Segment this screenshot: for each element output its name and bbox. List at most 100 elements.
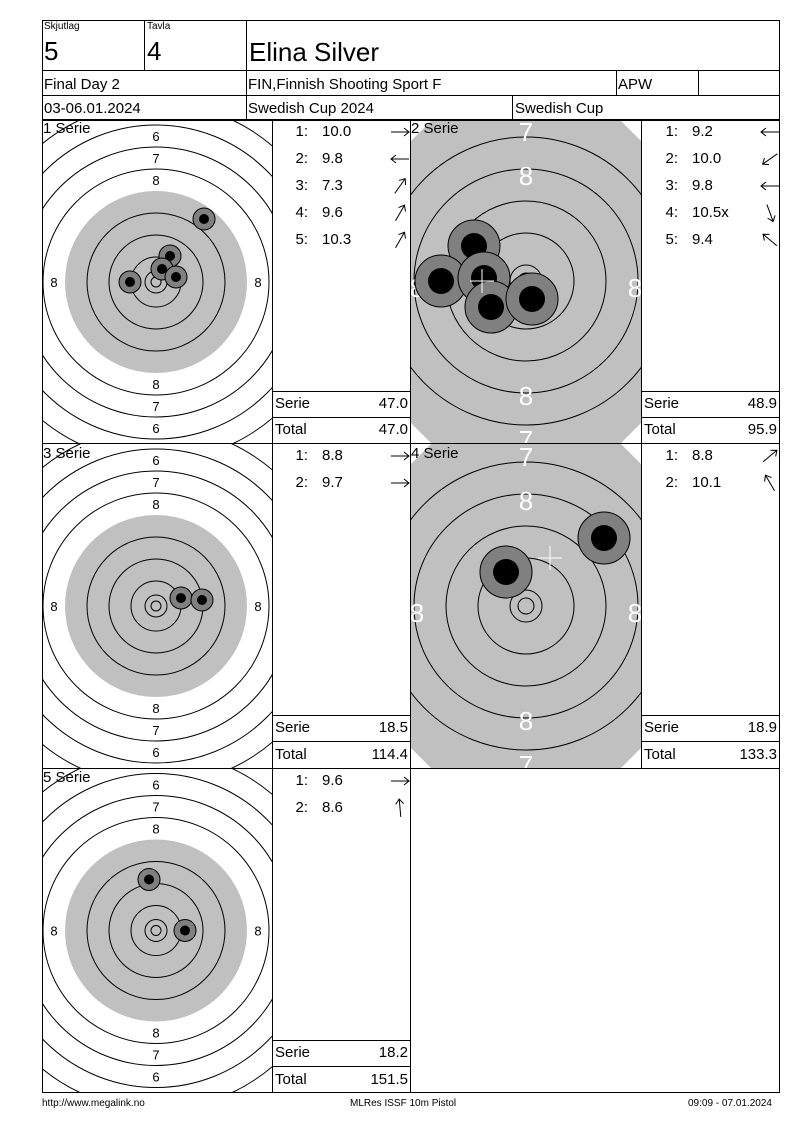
- shot-direction-arrow-icon: [395, 798, 404, 818]
- serie-4-sum-value: 18.9: [747, 719, 777, 736]
- serie-3-sum-label: Serie: [275, 719, 311, 736]
- shot-direction-arrow-icon: [762, 449, 778, 463]
- shot-row: 2: 10.0: [658, 149, 783, 169]
- svg-text:8: 8: [152, 377, 159, 392]
- svg-text:7: 7: [519, 750, 533, 768]
- tavla-value: 4: [147, 36, 162, 66]
- shot-row: 4:10.5x: [658, 203, 783, 223]
- shot-row: 1:10.0: [288, 122, 413, 142]
- shot-direction-arrow-icon: [760, 127, 779, 137]
- svg-text:8: 8: [152, 173, 159, 188]
- shot-value: 8.6: [322, 799, 343, 816]
- shot-number: 1:: [295, 772, 308, 789]
- serie-5-sum-label: Serie: [275, 1044, 311, 1061]
- event-name: Final Day 2: [44, 76, 120, 93]
- serie-1-total-label: Total: [275, 421, 307, 438]
- serie-5-total-label: Total: [275, 1071, 307, 1088]
- serie-2-total-label: Total: [644, 421, 676, 438]
- shot-number: 2:: [295, 799, 308, 816]
- shot-value: 8.8: [322, 447, 343, 464]
- footer-software: MLRes ISSF 10m Pistol: [350, 1098, 457, 1109]
- svg-text:5: 5: [152, 444, 159, 446]
- shot-number: 5:: [665, 231, 678, 248]
- shot-value: 10.0: [692, 150, 722, 167]
- shooter-name: Elina Silver: [249, 37, 380, 67]
- serie-4-total-value: 133.3: [739, 746, 777, 763]
- club-name: FIN,Finnish Shooting Sport F: [248, 76, 442, 93]
- svg-text:8: 8: [519, 381, 533, 411]
- svg-text:6: 6: [152, 778, 159, 793]
- target-serie-5: 334455667788667788: [43, 769, 272, 1092]
- shot-row: 2: 10.1: [658, 473, 783, 493]
- shot-row: 2: 8.6: [288, 798, 413, 818]
- footer-timestamp: 09:09 - 07.01.2024: [688, 1098, 772, 1109]
- serie-3-total-value: 114.4: [371, 746, 408, 763]
- svg-text:8: 8: [628, 598, 641, 628]
- svg-text:8: 8: [628, 273, 641, 303]
- svg-text:8: 8: [411, 598, 424, 628]
- dates: 03-06.01.2024: [44, 100, 141, 117]
- serie-2-label: 2 Serie: [411, 120, 459, 137]
- shot-direction-arrow-icon: [394, 177, 407, 194]
- svg-text:7: 7: [152, 800, 159, 815]
- serie-1-sum-label: Serie: [275, 395, 311, 412]
- svg-text:8: 8: [152, 1026, 159, 1041]
- serie-3-sum-value: 18.5: [378, 719, 408, 736]
- shot-direction-arrow-icon: [395, 204, 406, 222]
- shot-direction-arrow-icon: [391, 478, 410, 488]
- shot-number: 5:: [295, 231, 308, 248]
- svg-text:7: 7: [152, 723, 159, 738]
- svg-text:6: 6: [152, 745, 159, 760]
- svg-text:7: 7: [152, 399, 159, 414]
- serie-1-sum-value: 47.0: [378, 395, 408, 412]
- shot-row: 2:9.7: [288, 473, 413, 493]
- serie-3-total-label: Total: [275, 746, 307, 763]
- svg-text:8: 8: [50, 924, 57, 939]
- serie-5-total-value: 151.5: [370, 1071, 408, 1088]
- svg-text:8: 8: [254, 924, 261, 939]
- svg-text:6: 6: [152, 1070, 159, 1085]
- svg-text:8: 8: [152, 822, 159, 837]
- shot-direction-arrow-icon: [391, 451, 410, 461]
- shot-number: 3:: [665, 177, 678, 194]
- serie-1-label: 1 Serie: [43, 120, 91, 137]
- shot-list-serie-5: 1: 9.6 2: 8.6: [288, 770, 413, 830]
- shot-number: 1:: [295, 123, 308, 140]
- shot-row: 5: 9.4: [658, 230, 783, 250]
- serie-1-total-value: 47.0: [378, 421, 408, 438]
- shot-value: 10.1: [692, 474, 722, 491]
- svg-text:8: 8: [254, 275, 261, 290]
- svg-text:8: 8: [152, 701, 159, 716]
- shot-number: 2:: [665, 150, 678, 167]
- tavla-label: Tavla: [147, 21, 171, 32]
- shot-row: 1: 9.6: [288, 771, 413, 791]
- serie-4-label: 4 Serie: [411, 445, 459, 462]
- shot-number: 3:: [295, 177, 308, 194]
- target-zoom-serie-4: 7 8 8 7 8 8: [411, 444, 641, 768]
- shot-direction-arrow-icon: [762, 233, 778, 247]
- shot-direction-arrow-icon: [391, 776, 410, 786]
- svg-text:8: 8: [519, 486, 533, 516]
- shot-value: 9.6: [322, 772, 343, 789]
- results-frame: [42, 120, 780, 1093]
- svg-text:7: 7: [519, 444, 533, 472]
- shot-number: 2:: [295, 150, 308, 167]
- shot-number: 4:: [665, 204, 678, 221]
- skjutlag-value: 5: [44, 36, 59, 66]
- shot-value: 8.8: [692, 447, 713, 464]
- svg-text:5: 5: [152, 767, 159, 768]
- shot-direction-arrow-icon: [760, 181, 779, 191]
- shot-value: 9.6: [322, 204, 343, 221]
- shot-value: 9.4: [692, 231, 713, 248]
- svg-text:8: 8: [519, 706, 533, 736]
- serie-2-sum-label: Serie: [644, 395, 680, 412]
- svg-text:5: 5: [152, 1092, 159, 1093]
- footer-url[interactable]: http://www.megalink.no: [42, 1098, 145, 1109]
- svg-text:7: 7: [519, 425, 533, 443]
- shot-number: 2:: [665, 474, 678, 491]
- svg-text:6: 6: [152, 453, 159, 468]
